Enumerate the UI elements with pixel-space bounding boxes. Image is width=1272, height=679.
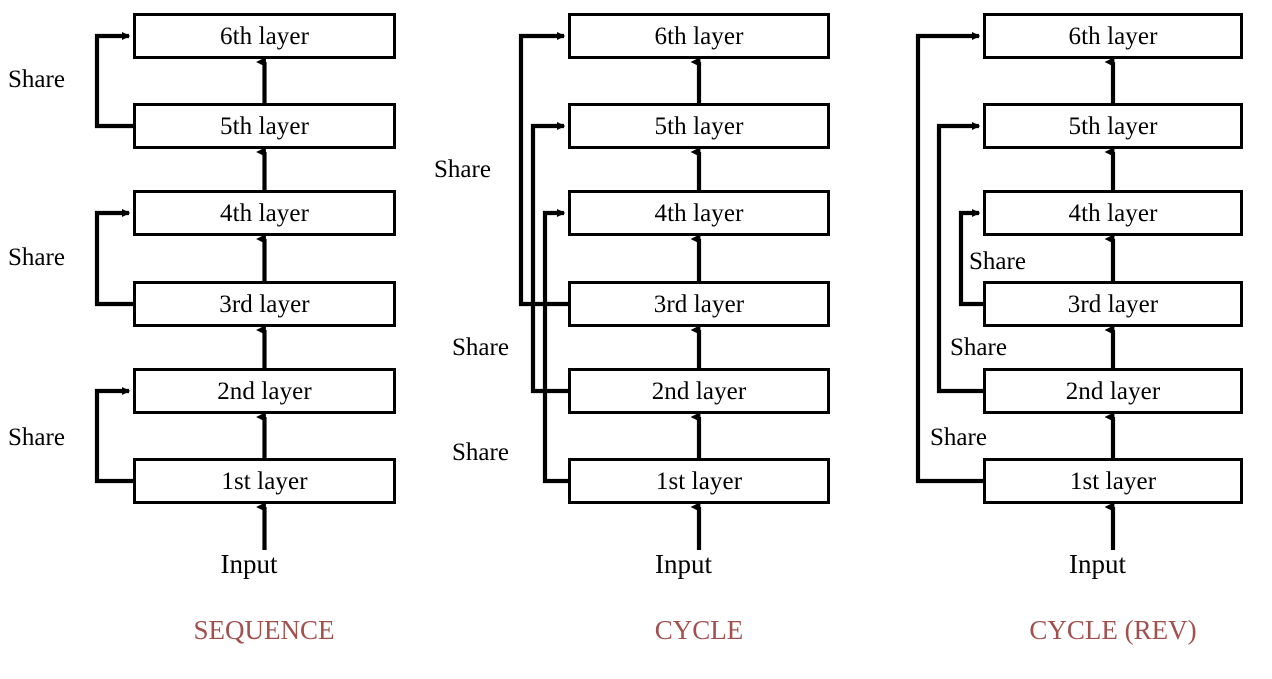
layer-box-sequence-2: 2nd layer bbox=[133, 368, 396, 414]
input-label-sequence: Input bbox=[220, 549, 278, 579]
share-label: Share bbox=[950, 334, 1007, 361]
layer-box-cycle-1: 1st layer bbox=[568, 458, 830, 504]
layer-box-label: 3rd layer bbox=[1067, 290, 1159, 318]
layer-box-label: 2nd layer bbox=[651, 377, 747, 405]
share-label: Share bbox=[452, 334, 509, 361]
layer-box-cycle-rev-4: 4th layer bbox=[983, 190, 1243, 236]
layer-box-label: 3rd layer bbox=[219, 290, 310, 318]
share-label: Share bbox=[969, 248, 1026, 275]
layer-box-label: 6th layer bbox=[1068, 22, 1158, 50]
layer-box-label: 1st layer bbox=[1069, 467, 1157, 495]
layer-box-sequence-3: 3rd layer bbox=[133, 281, 396, 327]
layer-box-label: 6th layer bbox=[219, 22, 310, 50]
layer-box-label: 3rd layer bbox=[653, 290, 745, 318]
layer-box-label: 2nd layer bbox=[217, 377, 312, 405]
share-connector bbox=[94, 208, 133, 307]
input-label-cycle: Input bbox=[655, 549, 712, 579]
share-label: Share bbox=[8, 424, 65, 451]
layer-box-cycle-6: 6th layer bbox=[568, 13, 830, 59]
layer-box-cycle-5: 5th layer bbox=[568, 103, 830, 149]
share-label: Share bbox=[434, 156, 491, 183]
layer-box-sequence-5: 5th layer bbox=[133, 103, 396, 149]
share-connector bbox=[94, 31, 133, 129]
layer-box-label: 1st layer bbox=[655, 467, 743, 495]
share-label: Share bbox=[8, 66, 65, 93]
layer-box-label: 4th layer bbox=[219, 199, 310, 227]
layer-box-label: 4th layer bbox=[1068, 199, 1158, 227]
layer-box-label: 1st layer bbox=[221, 467, 308, 495]
layer-box-label: 6th layer bbox=[654, 22, 744, 50]
panel-caption-cycle-rev: CYCLE (REV) bbox=[1029, 615, 1197, 645]
layer-box-cycle-rev-1: 1st layer bbox=[983, 458, 1243, 504]
share-label: Share bbox=[452, 439, 509, 466]
share-connector bbox=[94, 386, 133, 484]
layer-box-cycle-rev-3: 3rd layer bbox=[983, 281, 1243, 327]
panel-caption-cycle: CYCLE bbox=[654, 615, 744, 645]
layer-box-label: 2nd layer bbox=[1065, 377, 1161, 405]
layer-box-cycle-rev-2: 2nd layer bbox=[983, 368, 1243, 414]
layer-box-sequence-1: 1st layer bbox=[133, 458, 396, 504]
layer-box-sequence-4: 4th layer bbox=[133, 190, 396, 236]
panel-caption-sequence: SEQUENCE bbox=[193, 615, 335, 645]
share-connector bbox=[915, 31, 983, 484]
share-connector bbox=[542, 208, 568, 484]
layer-box-cycle-4: 4th layer bbox=[568, 190, 830, 236]
layer-box-label: 5th layer bbox=[654, 112, 744, 140]
input-label-cycle-rev: Input bbox=[1069, 549, 1126, 579]
share-label: Share bbox=[930, 424, 987, 451]
share-label: Share bbox=[8, 244, 65, 271]
share-connector bbox=[530, 121, 568, 394]
share-connector bbox=[936, 121, 983, 394]
layer-box-cycle-rev-6: 6th layer bbox=[983, 13, 1243, 59]
share-connector bbox=[958, 208, 983, 307]
layer-box-sequence-6: 6th layer bbox=[133, 13, 396, 59]
layer-box-label: 5th layer bbox=[1068, 112, 1158, 140]
layer-box-cycle-rev-5: 5th layer bbox=[983, 103, 1243, 149]
layer-box-label: 4th layer bbox=[654, 199, 744, 227]
layer-box-cycle-3: 3rd layer bbox=[568, 281, 830, 327]
share-connector bbox=[518, 31, 568, 307]
layer-box-label: 5th layer bbox=[219, 112, 310, 140]
layer-box-cycle-2: 2nd layer bbox=[568, 368, 830, 414]
